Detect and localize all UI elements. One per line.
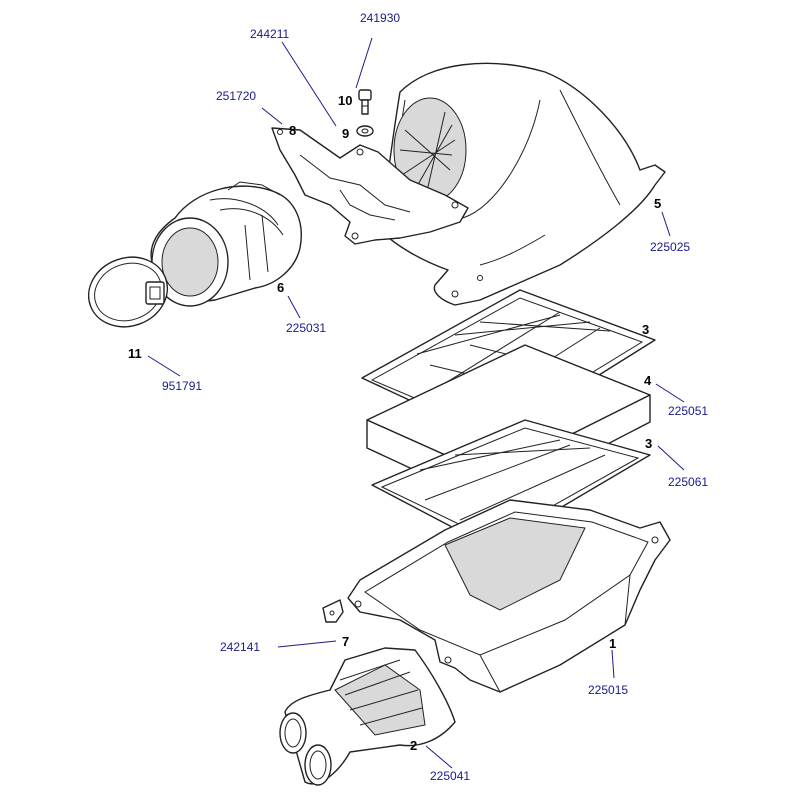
- leader-251720: [261, 107, 283, 125]
- callout-1-code: 225015: [588, 683, 628, 697]
- callout-3-lower-number: 3: [645, 436, 652, 451]
- callout-7-code: 242141: [220, 640, 260, 654]
- leader-lines: [147, 37, 685, 769]
- leader-225061: [657, 445, 685, 471]
- leader-225041: [425, 745, 453, 769]
- callout-2-code: 225041: [430, 769, 470, 783]
- callout-11-number: 11: [128, 346, 142, 361]
- callout-9-number: 9: [342, 126, 349, 141]
- callout-9-code: 244211: [250, 27, 289, 41]
- leader-225025: [661, 211, 671, 237]
- callouts: 10 241930 9 244211 8 251720 5 225025 6 2…: [128, 11, 708, 783]
- leader-242141: [277, 640, 337, 648]
- leader-225031: [287, 295, 301, 319]
- callout-8-code: 251720: [216, 89, 256, 103]
- callout-5-number: 5: [654, 196, 661, 211]
- mounting-bracket: [271, 127, 469, 245]
- leader-225015: [611, 649, 615, 679]
- callout-2-number: 2: [410, 738, 417, 753]
- leader-244211: [281, 41, 337, 127]
- intake-boot: [150, 181, 302, 307]
- washer: [356, 125, 374, 137]
- callout-11-code: 951791: [162, 379, 202, 393]
- callout-10-number: 10: [338, 93, 352, 108]
- callout-4-code: 225051: [668, 404, 708, 418]
- callout-6-number: 6: [277, 280, 284, 295]
- callout-7-number: 7: [342, 634, 349, 649]
- hose-clamp: [87, 256, 169, 328]
- callout-6-code: 225031: [286, 321, 326, 335]
- retaining-clip: [322, 599, 344, 623]
- callout-5-code: 225025: [650, 240, 690, 254]
- callout-3-lower-code: 225061: [668, 475, 708, 489]
- callout-8-number: 8: [289, 123, 296, 138]
- airbox-lid: [379, 62, 666, 306]
- callout-3-upper-number: 3: [642, 322, 649, 337]
- bolt: [358, 89, 372, 115]
- twin-intake-tube: [279, 647, 456, 786]
- leader-951791: [147, 355, 181, 377]
- callout-4-number: 4: [644, 373, 652, 388]
- airbox-base: [347, 499, 671, 693]
- leader-225051: [655, 383, 685, 403]
- callout-1-number: 1: [609, 636, 616, 651]
- leader-241930: [355, 37, 373, 89]
- callout-10-code: 241930: [360, 11, 400, 25]
